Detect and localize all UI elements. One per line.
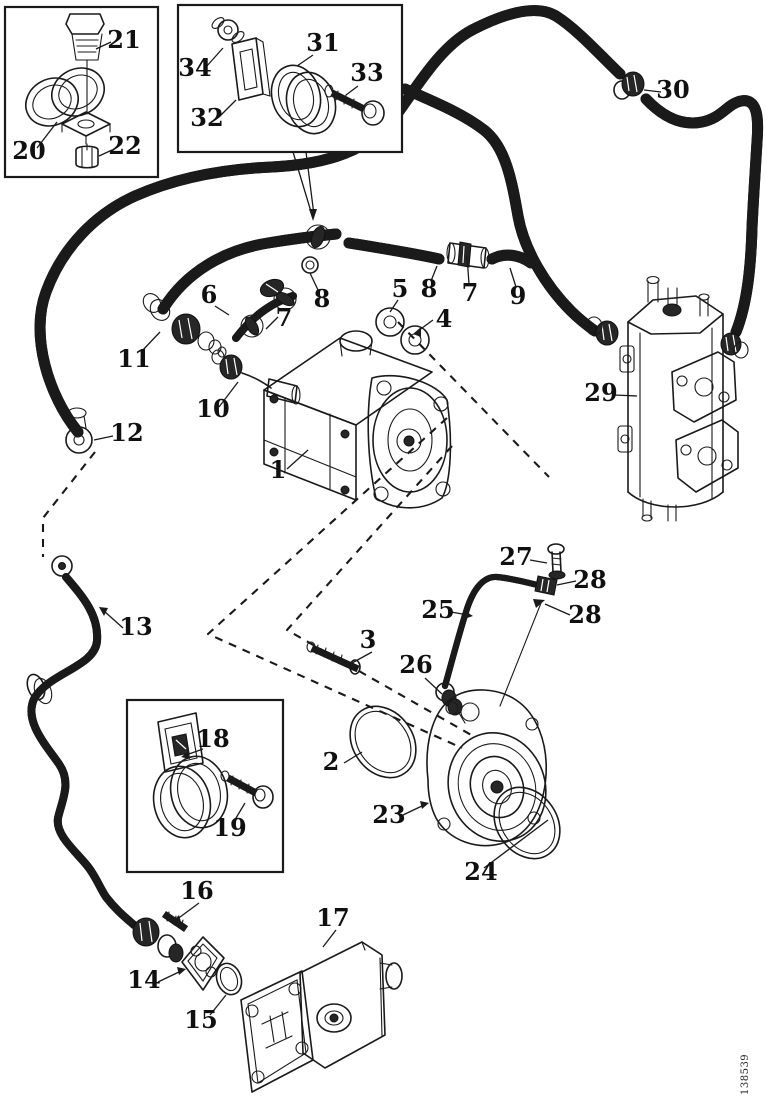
callout-10: 10 — [196, 394, 229, 423]
hose-segment-8 — [343, 237, 445, 265]
o-ring-15 — [215, 962, 243, 996]
hose-nut — [132, 917, 160, 947]
return-hose-upper-right — [640, 93, 758, 338]
clamp-31 — [270, 64, 337, 135]
clamp-ring-8 — [301, 256, 319, 274]
callout-15: 15 — [184, 1005, 217, 1034]
callout-32: 32 — [190, 103, 223, 132]
callout-30: 30 — [656, 75, 689, 104]
callout-27: 27 — [499, 542, 532, 571]
pump-housing-23 — [426, 689, 547, 847]
stud-3-detail — [306, 641, 361, 675]
grommet-5 — [375, 307, 405, 337]
fitting-26 — [435, 682, 466, 724]
wing-nut-34 — [211, 17, 245, 43]
clamp-20 — [25, 67, 105, 127]
cone-fitting — [157, 934, 184, 963]
callout-29: 29 — [584, 378, 617, 407]
callout-8-b: 8 — [421, 274, 438, 303]
reservoir-29 — [585, 275, 749, 522]
callout-11: 11 — [117, 344, 150, 373]
callout-21: 21 — [107, 25, 140, 54]
fitting-28-lower-line — [499, 599, 545, 707]
stud-3 — [312, 648, 358, 669]
o-ring-2 — [349, 705, 417, 779]
line-13-clamp — [26, 673, 53, 705]
line-13-eye-fitting — [51, 555, 73, 577]
callout-28-b: 28 — [568, 600, 601, 629]
inset-box-pointer — [292, 151, 317, 221]
callout-18: 18 — [196, 724, 229, 753]
bolt-19-detail — [220, 770, 274, 809]
bracket-32 — [231, 37, 271, 101]
nut-22 — [75, 143, 99, 169]
callout-5: 5 — [392, 274, 409, 303]
o-ring-24 — [493, 786, 561, 860]
hose-mount-clamp — [305, 224, 331, 250]
callout-26: 26 — [399, 650, 432, 679]
hose-segment-9 — [486, 255, 537, 269]
elbow-6-clamps-7 — [240, 278, 297, 338]
flange-14 — [181, 936, 225, 991]
inset-box-clamp-18-19 — [125, 698, 285, 874]
fitting-28-upper — [534, 575, 558, 596]
callout-3: 3 — [360, 625, 377, 654]
callout-7-b: 7 — [462, 278, 479, 307]
inset-box-hose-clamp-kit — [176, 3, 404, 154]
supply-hose-to-reservoir — [399, 83, 601, 337]
main-pump — [263, 330, 452, 509]
callout-28-a: 28 — [573, 565, 606, 594]
callout-14: 14 — [127, 965, 160, 994]
steel-line-25 — [441, 577, 553, 690]
callout-23: 23 — [372, 800, 405, 829]
callout-2: 2 — [323, 747, 340, 776]
callout-7-a: 7 — [276, 303, 293, 332]
fitting-30 — [613, 71, 645, 100]
callout-4: 4 — [436, 304, 453, 333]
callout-19: 19 — [213, 813, 246, 842]
bolt-21 — [61, 13, 111, 145]
callout-13: 13 — [119, 612, 152, 641]
fitting-12 — [65, 407, 93, 454]
callout-25: 25 — [421, 595, 454, 624]
callout-6: 6 — [201, 280, 218, 309]
return-hose-upper — [40, 11, 620, 438]
callout-17: 17 — [316, 903, 349, 932]
callout-31: 31 — [306, 28, 339, 57]
bolt-19 — [228, 778, 256, 793]
callout-34: 34 — [178, 53, 211, 82]
drawing-number: 138539 — [740, 1054, 751, 1095]
callout-20: 20 — [12, 136, 45, 165]
grommet-4 — [400, 325, 430, 355]
gear-pump-17 — [240, 941, 403, 1093]
callout-leaders — [36, 41, 662, 1016]
steel-line-13 — [31, 573, 138, 929]
callout-8-a: 8 — [314, 284, 331, 313]
bolt-27 — [547, 543, 566, 580]
callout-24: 24 — [464, 857, 497, 886]
clamp-18 — [152, 712, 229, 839]
callout-1: 1 — [270, 455, 287, 484]
callout-9: 9 — [510, 281, 527, 310]
callout-22: 22 — [108, 131, 141, 160]
callout-33: 33 — [350, 58, 383, 87]
callout-16: 16 — [180, 876, 213, 905]
fitting-11 — [142, 293, 227, 358]
bolt-33-detail — [324, 84, 385, 126]
callout-12: 12 — [110, 418, 143, 447]
